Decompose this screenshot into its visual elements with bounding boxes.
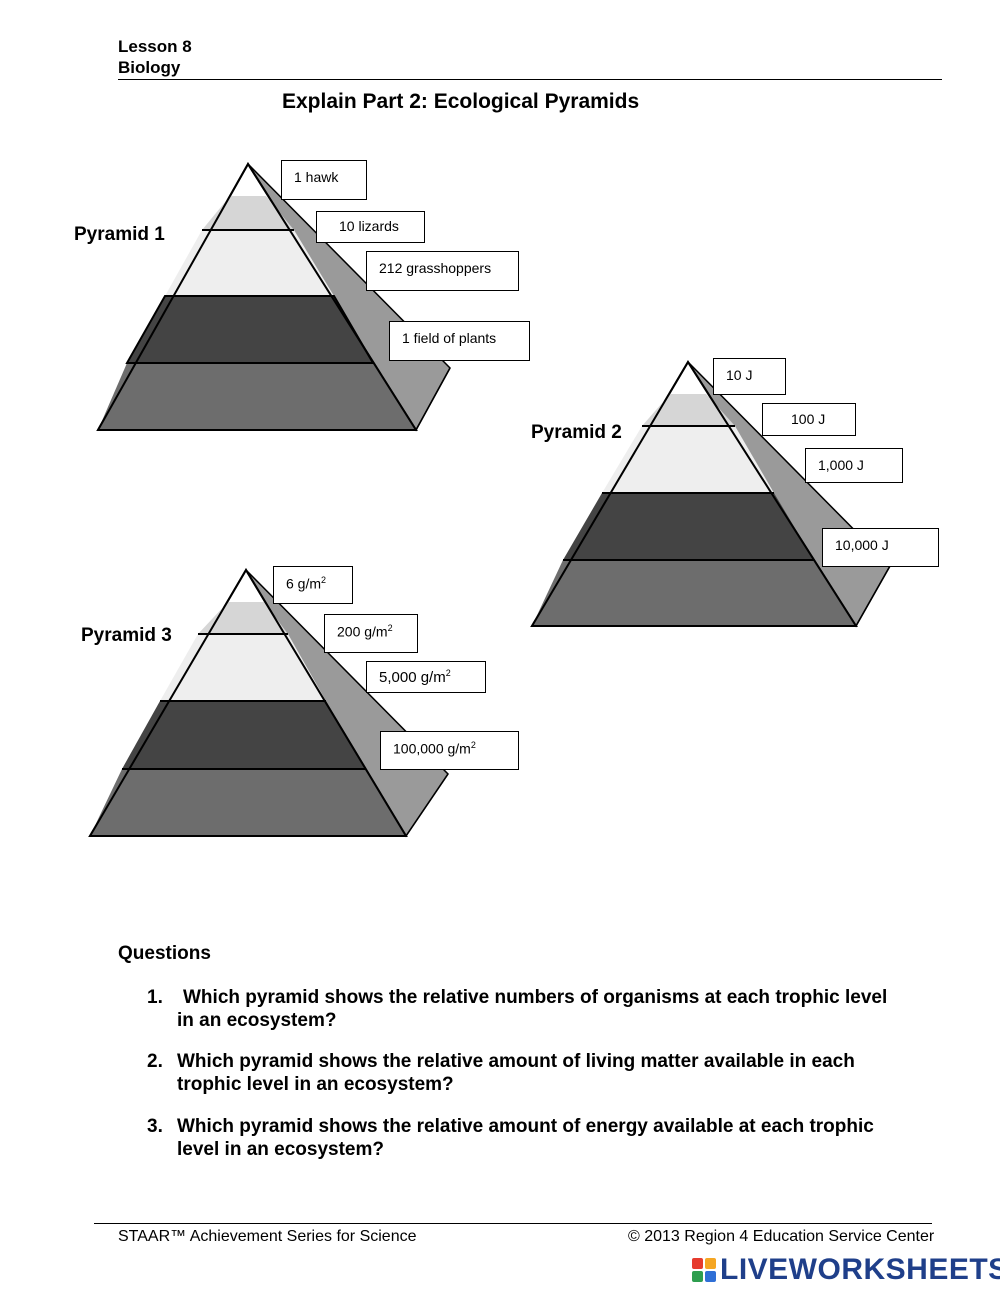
header-rule bbox=[118, 79, 942, 80]
liveworksheets-logo-icon bbox=[692, 1258, 716, 1282]
questions-heading: Questions bbox=[118, 943, 211, 964]
pyramid-3-illustration bbox=[88, 568, 449, 838]
pyramid-1-illustration bbox=[96, 162, 451, 432]
question-number: 1. bbox=[147, 987, 163, 1008]
question-number: 3. bbox=[147, 1116, 163, 1137]
pyramid-3-level-1: 6 g/m2 bbox=[273, 566, 353, 604]
pyramid-2-level-2: 100 J bbox=[762, 403, 856, 436]
pyramid-1-level-2: 10 lizards bbox=[316, 211, 425, 243]
question-text: Which pyramid shows the relative amount … bbox=[177, 1116, 874, 1160]
pyramid-2-label: Pyramid 2 bbox=[531, 422, 622, 443]
pyramid-2-illustration bbox=[530, 360, 891, 628]
pyramid-2-level-4: 10,000 J bbox=[822, 528, 939, 567]
lesson-label: Lesson 8 bbox=[118, 37, 192, 56]
footer-left: STAAR™ Achievement Series for Science bbox=[118, 1228, 417, 1245]
pyramid-2-level-3: 1,000 J bbox=[805, 448, 903, 483]
pyramid-1-level-3: 212 grasshoppers bbox=[366, 251, 519, 291]
subject-label: Biology bbox=[118, 58, 181, 77]
pyramid-3-level-4: 100,000 g/m2 bbox=[380, 731, 519, 770]
pyramid-1-level-4: 1 field of plants bbox=[389, 321, 530, 361]
pyramid-1-label: Pyramid 1 bbox=[74, 224, 165, 245]
pyramid-1-level-1: 1 hawk bbox=[281, 160, 367, 200]
page-title: Explain Part 2: Ecological Pyramids bbox=[282, 90, 640, 113]
question-number: 2. bbox=[147, 1051, 163, 1072]
pyramid-3-level-2: 200 g/m2 bbox=[324, 614, 418, 653]
liveworksheets-logo[interactable]: LIVEWORKSHEETS bbox=[720, 1253, 1000, 1286]
footer-right: © 2013 Region 4 Education Service Center bbox=[628, 1228, 935, 1245]
pyramid-2-level-1: 10 J bbox=[713, 358, 786, 395]
pyramid-3-label: Pyramid 3 bbox=[81, 625, 172, 646]
pyramid-3-level-3: 5,000 g/m2 bbox=[366, 661, 486, 693]
question-text: Which pyramid shows the relative amount … bbox=[177, 1051, 855, 1095]
question-text: Which pyramid shows the relative numbers… bbox=[177, 987, 888, 1031]
footer-rule bbox=[94, 1223, 932, 1224]
